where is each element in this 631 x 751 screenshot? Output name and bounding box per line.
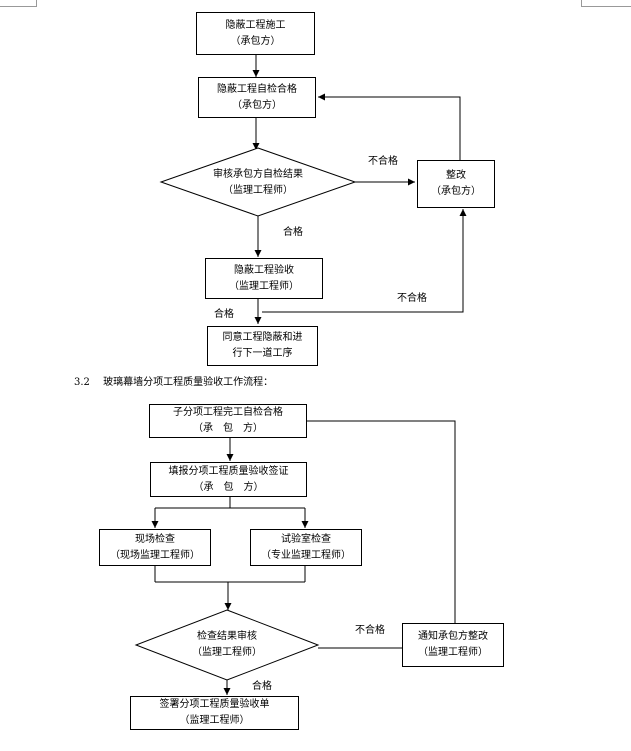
box-line-1: 子分项工程完工自检合格 — [173, 407, 283, 418]
page-corner-mark-right — [581, 0, 631, 7]
box-rectify: 整改 （承包方） — [417, 160, 495, 208]
box-line-2: 行下一道工序 — [232, 348, 293, 359]
box-line-1: 试验室检查 — [281, 533, 331, 545]
section-heading: 3.2 玻璃幕墙分项工程质量验收工作流程： — [74, 377, 273, 389]
section-number: 3.2 — [74, 377, 90, 388]
box-sub-item-self-check: 子分项工程完工自检合格 （承 包 方） — [149, 404, 307, 438]
box-line-2: （承 包 方） — [193, 423, 263, 434]
arrow-rectify-to-selfcheck — [318, 93, 461, 160]
box-line-2: （专业监理工程师） — [261, 549, 351, 561]
box-line-1: 隐蔽工程施工 — [225, 19, 286, 31]
diamond-line-2: （监理工程师） — [192, 647, 262, 658]
label-fail-acceptance: 不合格 — [397, 293, 427, 304]
diamond-line-1: 审核承包方自检结果 — [213, 169, 303, 180]
box-hidden-works-acceptance: 隐蔽工程验收 （监理工程师） — [205, 258, 323, 299]
diamond-review-self-check: 审核承包方自检结果 （监理工程师） — [161, 166, 355, 200]
box-line-2: （现场监理工程师） — [110, 549, 200, 561]
box-line-2: （承包方） — [232, 99, 282, 111]
label-pass-result: 合格 — [252, 681, 272, 692]
box-agree-next-procedure: 同意工程隐蔽和进 行下一道工序 — [207, 326, 318, 366]
box-line-1: 同意工程隐蔽和进 — [222, 332, 303, 343]
box-notify-rectify: 通知承包方整改 （监理工程师） — [402, 623, 504, 667]
diamond-line-1: 检查结果审核 — [197, 631, 257, 642]
box-hidden-works-self-check: 隐蔽工程自检合格 （承包方） — [198, 77, 316, 118]
section-title: 玻璃幕墙分项工程质量验收工作流程： — [103, 377, 274, 388]
box-site-inspection: 现场检查 （现场监理工程师） — [99, 529, 211, 566]
box-line-2: （承包方） — [230, 35, 281, 47]
line-subcheck-to-notify — [307, 420, 456, 623]
box-line-1: 整改 — [446, 170, 466, 181]
box-line-1: 隐蔽工程验收 — [234, 264, 294, 276]
box-lab-inspection: 试验室检查 （专业监理工程师） — [250, 529, 362, 566]
box-line-1: 签署分项工程质量验收单 — [159, 699, 270, 710]
box-line-1: 现场检查 — [135, 533, 175, 545]
box-line-1: 通知承包方整改 — [418, 631, 488, 642]
box-hidden-works-construction: 隐蔽工程施工 （承包方） — [196, 12, 315, 55]
box-line-2: （监理工程师） — [179, 715, 250, 726]
arrow-acceptance-to-rectify — [262, 209, 467, 313]
box-fill-acceptance-form: 填报分项工程质量验收签证 （承 包 方） — [150, 462, 307, 497]
page-corner-mark-left — [0, 0, 37, 7]
diamond-result-review: 检查结果审核 （监理工程师） — [136, 628, 318, 662]
box-line-1: 填报分项工程质量验收签证 — [168, 465, 289, 477]
box-line-2: （承 包 方） — [193, 481, 264, 493]
label-pass-review: 合格 — [283, 227, 303, 238]
label-fail-result: 不合格 — [355, 625, 385, 636]
label-pass-acceptance: 合格 — [214, 309, 234, 320]
box-line-2: （监理工程师） — [418, 647, 488, 658]
box-line-1: 隐蔽工程自检合格 — [217, 83, 297, 95]
box-line-2: （承包方） — [431, 186, 481, 197]
diamond-line-2: （监理工程师） — [223, 185, 293, 196]
box-sign-acceptance-sheet: 签署分项工程质量验收单 （监理工程师） — [130, 696, 299, 730]
box-line-2: （监理工程师） — [229, 280, 299, 292]
label-fail-review: 不合格 — [368, 156, 398, 167]
